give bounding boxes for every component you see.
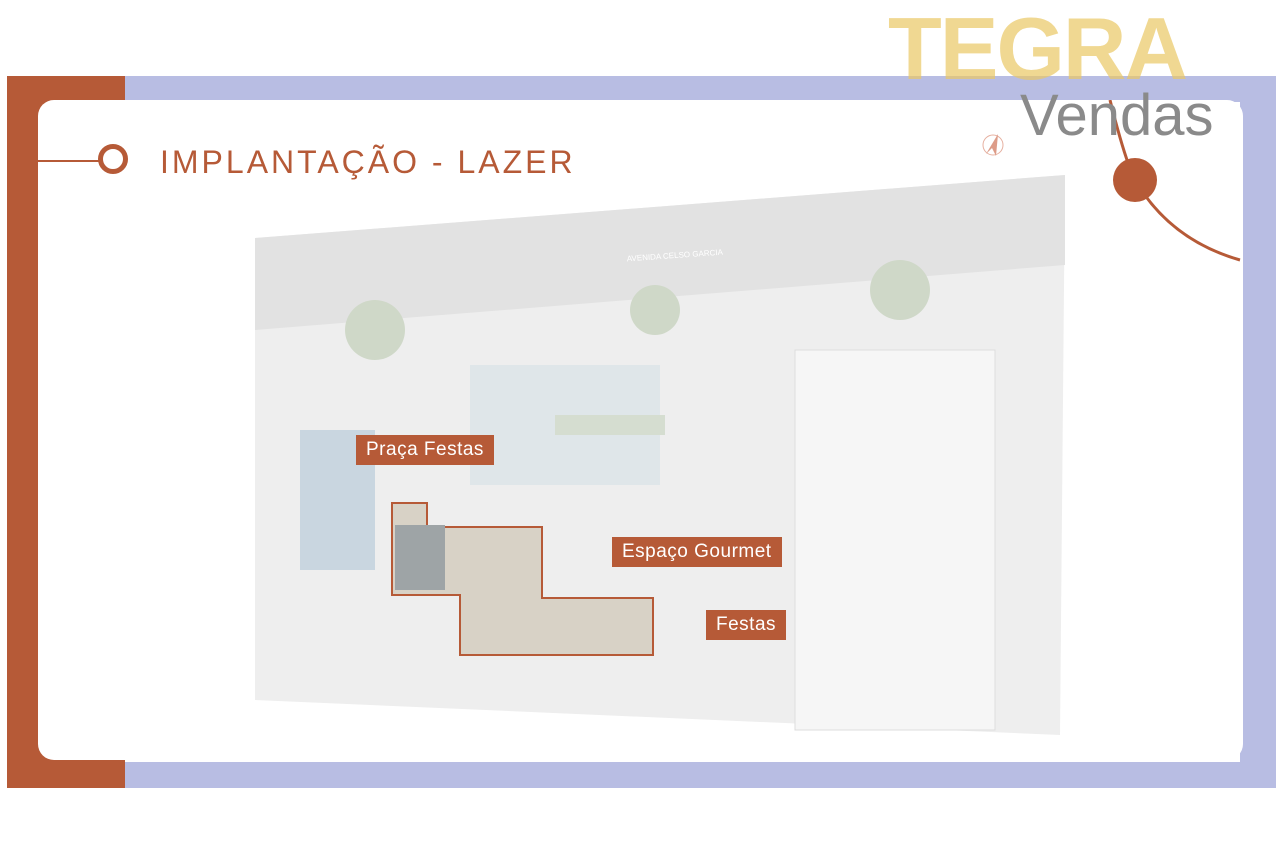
label-festas: Festas: [706, 610, 787, 640]
frame-right-bar: [1240, 76, 1276, 788]
north-arrow-icon: [982, 134, 1004, 156]
decorative-orbit: [1108, 100, 1241, 262]
label-praca-festas: Praça Festas: [356, 435, 494, 465]
page-title: IMPLANTAÇÃO - LAZER: [160, 144, 576, 180]
title-line: [38, 160, 100, 162]
title-circle-icon: [98, 144, 128, 174]
site-plan: AVENIDA CELSO GARCIA: [255, 175, 1065, 735]
logo-brand: TEGRA: [888, 0, 1188, 98]
logo-sub: Vendas: [1020, 83, 1214, 148]
frame-top-bar: [125, 76, 1240, 102]
label-espaco-gourmet: Espaço Gourmet: [612, 537, 782, 567]
frame-bottom-bar: [125, 762, 1276, 788]
